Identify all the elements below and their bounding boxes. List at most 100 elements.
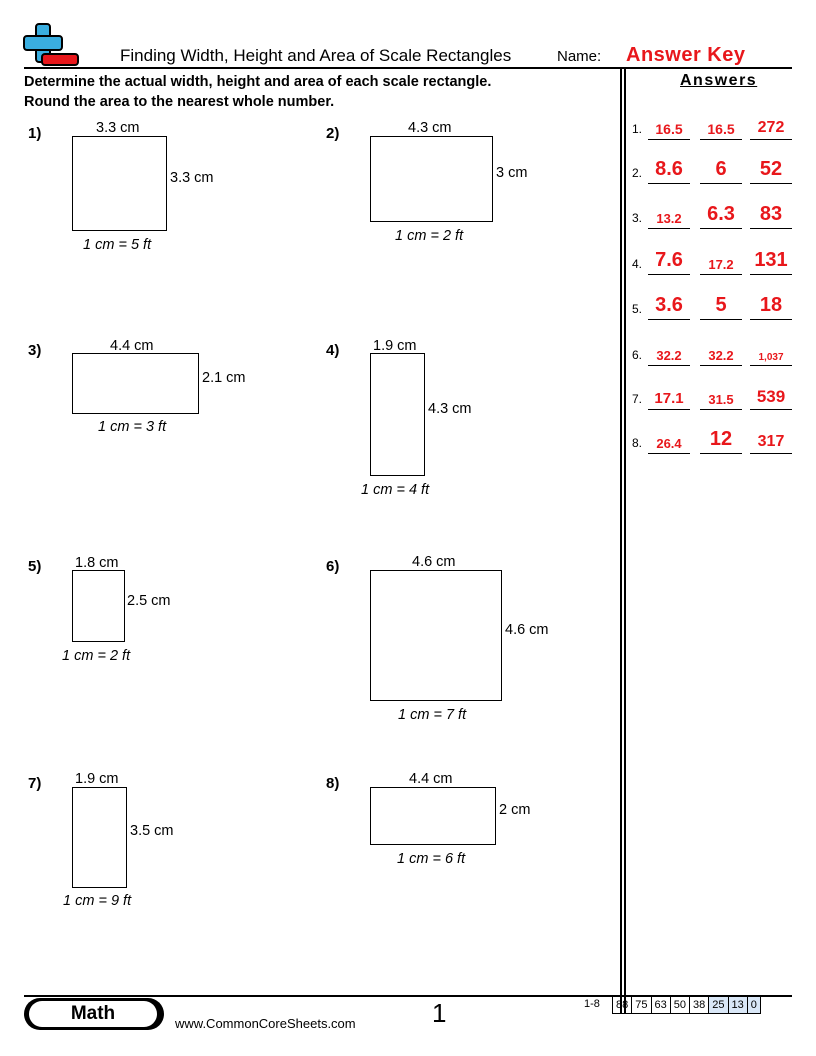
name-label: Name: <box>557 48 602 65</box>
answer-row: 3. 13.2 6.3 83 <box>632 199 792 229</box>
height-label: 4.6 cm <box>505 622 549 638</box>
answer-width: 32.2 <box>648 335 690 366</box>
answer-area: 131 <box>750 244 792 275</box>
answer-row: 6. 32.2 32.2 1,037 <box>632 336 792 366</box>
scale-label: 1 cm = 6 ft <box>397 851 466 867</box>
instructions: Determine the actual width, height and a… <box>24 72 491 112</box>
answer-number: 1. <box>632 122 643 136</box>
answer-row: 1. 16.5 16.5 272 <box>632 110 792 140</box>
answer-area: 1,037 <box>750 335 792 366</box>
score-cell: 88 <box>611 996 633 1014</box>
height-label: 2.1 cm <box>202 370 246 386</box>
scale-rectangle <box>72 136 167 231</box>
score-cell: 50 <box>669 996 691 1014</box>
scale-rectangle <box>370 353 425 476</box>
instruction-line: Round the area to the nearest whole numb… <box>24 94 335 110</box>
scale-label: 1 cm = 2 ft <box>395 228 464 244</box>
subject-label: Math <box>29 1001 157 1027</box>
answer-number: 3. <box>632 211 643 225</box>
answer-area: 83 <box>750 198 792 229</box>
problem-number: 5) <box>28 558 42 575</box>
website-link[interactable]: www.CommonCoreSheets.com <box>175 1016 356 1031</box>
header-rule <box>24 67 792 69</box>
answer-height: 6 <box>700 153 742 184</box>
scale-rectangle <box>72 787 127 888</box>
scale-rectangle <box>370 787 496 845</box>
answer-number: 2. <box>632 166 643 180</box>
answer-height: 12 <box>700 423 742 454</box>
answer-width: 26.4 <box>648 423 690 454</box>
scale-rectangle <box>370 570 502 701</box>
plus-minus-logo-icon <box>23 23 79 66</box>
scale-label: 1 cm = 9 ft <box>63 893 132 909</box>
answer-height: 16.5 <box>700 109 742 140</box>
scale-label: 1 cm = 7 ft <box>398 707 467 723</box>
answer-row: 7. 17.1 31.5 539 <box>632 380 792 410</box>
scale-label: 1 cm = 5 ft <box>83 237 152 253</box>
problem-number: 8) <box>326 775 340 792</box>
problem-number: 1) <box>28 125 42 142</box>
problem-number: 6) <box>326 558 340 575</box>
problem-number: 7) <box>28 775 42 792</box>
answer-column-divider <box>620 67 622 1014</box>
answer-area: 272 <box>750 109 792 140</box>
height-label: 2.5 cm <box>127 593 171 609</box>
scale-label: 1 cm = 4 ft <box>361 482 430 498</box>
problem-number: 2) <box>326 125 340 142</box>
score-cell: 75 <box>631 996 652 1014</box>
score-cell: 63 <box>650 996 671 1014</box>
answer-width: 17.1 <box>648 379 690 410</box>
answer-height: 6.3 <box>700 198 742 229</box>
instruction-line: Determine the actual width, height and a… <box>24 74 492 90</box>
answer-width: 13.2 <box>648 198 690 229</box>
width-label: 1.8 cm <box>75 555 119 571</box>
score-cell: 25 <box>708 996 729 1014</box>
height-label: 3.5 cm <box>130 823 174 839</box>
answer-area: 18 <box>750 289 792 320</box>
answer-column-divider-inner <box>624 67 626 1014</box>
height-label: 3.3 cm <box>170 170 214 186</box>
width-label: 4.4 cm <box>110 338 154 354</box>
problem-number: 4) <box>326 342 340 359</box>
answer-width: 16.5 <box>648 109 690 140</box>
answer-row: 2. 8.6 6 52 <box>632 154 792 184</box>
width-label: 1.9 cm <box>373 338 417 354</box>
scale-label: 1 cm = 2 ft <box>62 648 131 664</box>
score-range-label: 1-8 <box>584 998 600 1010</box>
answer-number: 8. <box>632 436 643 450</box>
scale-rectangle <box>72 353 199 414</box>
scale-rectangle <box>72 570 125 642</box>
width-label: 4.4 cm <box>409 771 453 787</box>
height-label: 4.3 cm <box>428 401 472 417</box>
answer-height: 5 <box>700 289 742 320</box>
answer-width: 3.6 <box>648 289 690 320</box>
answer-row: 5. 3.6 5 18 <box>632 290 792 320</box>
answers-heading: Answers <box>680 72 758 89</box>
footer-rule <box>24 995 792 997</box>
answer-row: 4. 7.6 17.2 131 <box>632 245 792 275</box>
answer-key-label: Answer Key <box>626 44 746 66</box>
score-cell: 13 <box>727 996 748 1014</box>
width-label: 3.3 cm <box>96 120 140 136</box>
answer-width: 7.6 <box>648 244 690 275</box>
problem-number: 3) <box>28 342 42 359</box>
answer-row: 8. 26.4 12 317 <box>632 424 792 454</box>
answer-height: 32.2 <box>700 335 742 366</box>
worksheet-title: Finding Width, Height and Area of Scale … <box>120 46 512 65</box>
answer-number: 6. <box>632 348 643 362</box>
answer-number: 5. <box>632 302 643 316</box>
answer-height: 17.2 <box>700 244 742 275</box>
page-number: 1 <box>432 998 447 1028</box>
answer-height: 31.5 <box>700 379 742 410</box>
height-label: 3 cm <box>496 165 528 181</box>
score-table: 88 75 63 50 38 25 13 0 <box>611 996 761 1014</box>
answer-number: 4. <box>632 257 643 271</box>
answer-width: 8.6 <box>648 153 690 184</box>
scale-rectangle <box>370 136 493 222</box>
width-label: 1.9 cm <box>75 771 119 787</box>
score-cell: 0 <box>746 996 761 1014</box>
score-cell: 38 <box>688 996 710 1014</box>
answer-number: 7. <box>632 392 643 406</box>
width-label: 4.6 cm <box>412 554 456 570</box>
answer-area: 539 <box>750 379 792 410</box>
